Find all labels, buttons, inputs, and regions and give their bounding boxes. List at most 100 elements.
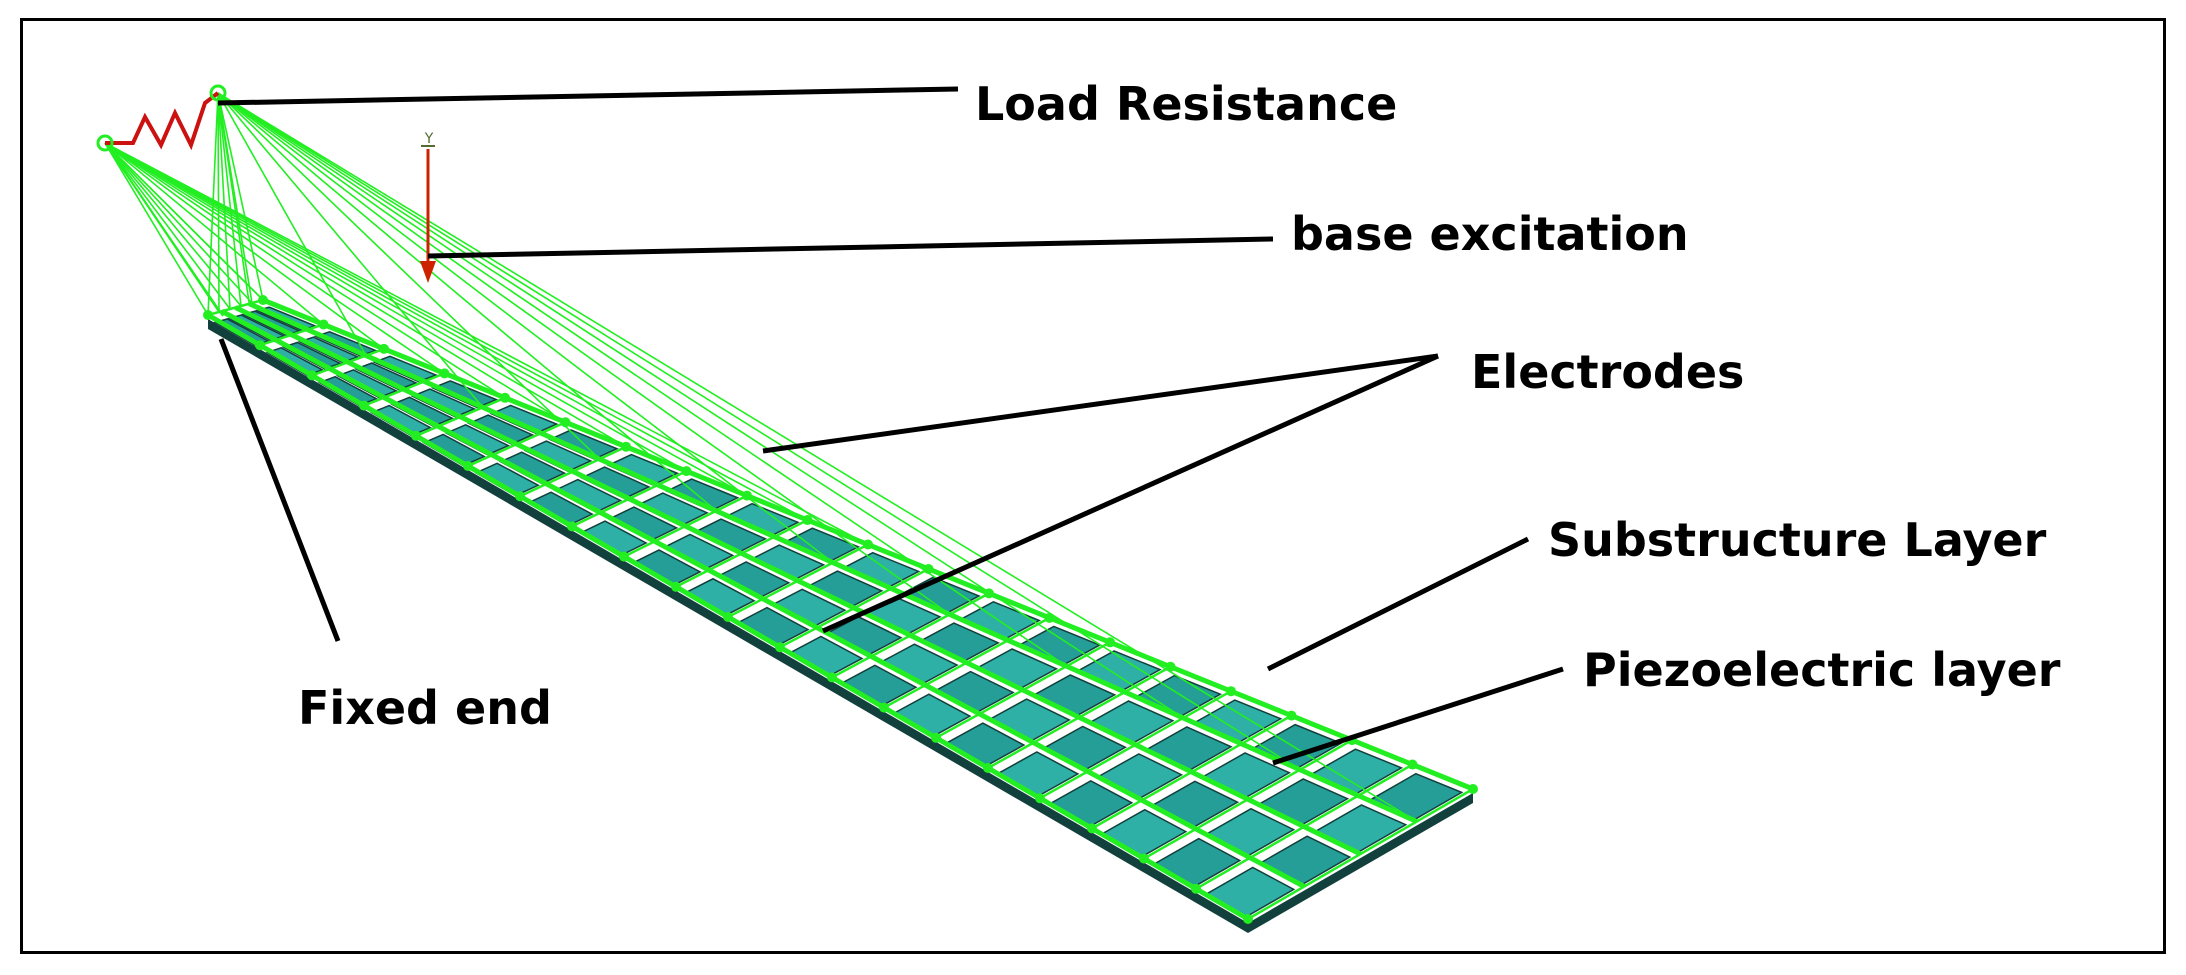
leader-lines	[217, 86, 1564, 766]
excitation-arrowhead	[420, 261, 436, 283]
connection-wire	[104, 142, 264, 301]
mesh-node	[723, 612, 733, 622]
mesh-node	[1407, 759, 1418, 770]
electrode-crossbar	[363, 372, 445, 407]
connection-wire	[217, 92, 1418, 823]
figure-frame: Y Load Resistance base excitation Electr…	[20, 18, 2166, 954]
electrode-crossbar	[259, 323, 324, 347]
mesh-node	[983, 763, 993, 773]
leader-line	[1272, 666, 1564, 766]
label-load-resistance: Load Resistance	[975, 77, 1398, 131]
mesh-node	[1035, 793, 1045, 804]
connection-wire	[217, 92, 601, 460]
leader-line	[821, 353, 1440, 634]
mesh-node	[775, 642, 785, 653]
substructure-end	[1248, 793, 1473, 933]
mesh-node	[1139, 853, 1149, 864]
connection-wire	[217, 92, 220, 313]
electrode-crossbar	[623, 494, 748, 558]
beam-model-diagram: Y	[96, 84, 1564, 933]
substructure-edge	[208, 319, 1248, 933]
connection-wire	[217, 92, 242, 307]
connection-wire	[104, 142, 445, 375]
connection-wire	[217, 92, 253, 304]
connection-wire	[104, 142, 224, 317]
electrode-crossbar	[831, 592, 990, 679]
electrode-crossbar	[207, 298, 264, 317]
label-electrodes: Electrodes	[1471, 345, 1745, 399]
leader-line	[762, 353, 1439, 454]
mesh-node	[463, 461, 473, 471]
load-resistor-icon	[96, 84, 227, 152]
electrode-wire-mesh	[104, 92, 1478, 924]
label-base-excitation: base excitation	[1291, 207, 1689, 261]
connection-wire	[104, 142, 209, 316]
connection-wire	[104, 142, 231, 310]
mesh-node	[1226, 686, 1236, 697]
electrode-crossbar	[675, 518, 809, 588]
mesh-node	[307, 370, 317, 381]
electrode-crossbar	[519, 445, 627, 498]
electrode-crossbar	[1143, 739, 1353, 860]
leader-line	[1266, 536, 1530, 672]
axis-glyph: Y	[424, 131, 434, 147]
plate-cell	[354, 362, 418, 391]
plate-cell	[372, 355, 438, 383]
connection-wire	[104, 142, 627, 448]
resistor-zigzag	[105, 91, 220, 151]
connection-wire	[217, 92, 231, 310]
electrode-crossbar	[935, 641, 1111, 739]
mesh-node	[567, 521, 577, 532]
connection-wire	[207, 92, 219, 316]
electrode-crossbar	[467, 421, 567, 468]
connection-wire	[104, 142, 869, 546]
mesh-node	[1165, 661, 1176, 672]
electrode-crossbar	[1195, 763, 1414, 890]
connection-wire	[104, 142, 325, 326]
electrode-crossbar	[1091, 714, 1293, 830]
connection-wire	[217, 92, 834, 564]
terminal-node	[209, 84, 227, 102]
connection-wire	[104, 142, 748, 497]
mesh-node	[619, 551, 629, 562]
mesh-node	[879, 702, 889, 713]
mesh-node	[827, 672, 837, 683]
connection-wire	[217, 92, 1301, 771]
electrode-crossbar	[727, 543, 869, 619]
connection-wire	[104, 142, 566, 423]
connection-wire	[104, 142, 506, 399]
leader-line	[217, 86, 959, 106]
mesh-node	[1468, 784, 1478, 794]
connection-wire	[217, 92, 1184, 719]
connection-wire	[104, 142, 253, 304]
electrode-crossbar	[311, 347, 385, 377]
mesh-node	[411, 430, 421, 441]
leader-line	[427, 236, 1274, 259]
label-piezoelectric-layer: Piezoelectric layer	[1583, 643, 2061, 697]
connection-wire	[217, 92, 1067, 667]
label-substructure-layer: Substructure Layer	[1548, 513, 2047, 567]
mesh-node	[1105, 637, 1115, 648]
connection-wire	[104, 142, 687, 472]
electrode-crossbar	[1247, 787, 1474, 921]
mesh-node	[1286, 710, 1297, 721]
connection-wire	[217, 92, 264, 301]
terminal-node	[96, 134, 114, 152]
mesh-node	[255, 340, 265, 351]
mesh-node	[1087, 823, 1097, 834]
connection-wire	[217, 92, 951, 616]
connection-wire	[104, 142, 808, 521]
mesh-node	[931, 732, 941, 743]
electrode-crossbar	[1039, 690, 1232, 800]
label-fixed-end: Fixed end	[298, 681, 552, 735]
connection-wire	[104, 142, 242, 307]
mesh-node	[1191, 883, 1201, 894]
leader-line	[218, 338, 341, 642]
electrode-crossbar	[415, 396, 506, 437]
mesh-node	[1243, 914, 1253, 924]
connection-wire	[104, 142, 385, 350]
connection-wire	[217, 92, 367, 356]
electrode-crossbar	[987, 665, 1172, 770]
mesh-node	[359, 400, 369, 411]
base-excitation-arrow-icon: Y	[420, 131, 436, 283]
